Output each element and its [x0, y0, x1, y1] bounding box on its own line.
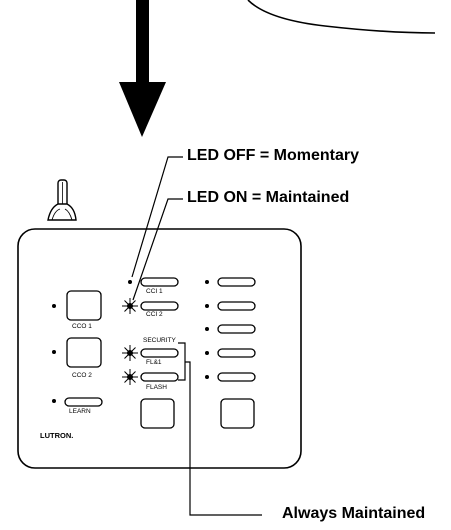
cci1-button[interactable] — [140, 277, 179, 287]
right-button-4[interactable] — [217, 348, 256, 358]
cci2-button[interactable] — [140, 301, 179, 311]
fl1-button[interactable] — [140, 348, 179, 358]
cco1-led — [52, 304, 56, 308]
always-maintained-bracket — [178, 342, 262, 516]
fl1-label: FL&1 — [146, 359, 162, 366]
lutron-logo: LUTRON. — [40, 431, 73, 440]
cci1-label: CCI 1 — [146, 288, 163, 295]
antenna — [47, 179, 77, 221]
right-led-4 — [205, 351, 209, 355]
cco2-led — [52, 350, 56, 354]
right-led-1 — [205, 280, 209, 284]
cci2-led-lit — [122, 298, 138, 314]
cci2-label: CCI 2 — [146, 311, 163, 318]
right-button-2[interactable] — [217, 301, 256, 311]
learn-label: LEARN — [69, 408, 91, 415]
learn-led — [52, 399, 56, 403]
cco2-label: CCO 2 — [72, 372, 92, 379]
right-button-5[interactable] — [217, 372, 256, 382]
led-off-leader — [131, 156, 183, 278]
right-led-3 — [205, 327, 209, 331]
led-on-leader — [132, 198, 183, 301]
right-led-2 — [205, 304, 209, 308]
right-button-1[interactable] — [217, 277, 256, 287]
cci1-led — [128, 280, 132, 284]
down-arrow — [119, 0, 166, 137]
flash-led-lit — [122, 369, 138, 385]
cco1-label: CCO 1 — [72, 323, 92, 330]
cco2-button[interactable] — [66, 337, 102, 368]
cco1-button[interactable] — [66, 290, 102, 321]
always-maintained-callout: Always Maintained — [282, 505, 426, 522]
middle-square-button[interactable] — [140, 398, 175, 429]
right-square-button[interactable] — [220, 398, 255, 429]
security-label: SECURITY — [143, 337, 177, 344]
right-button-3[interactable] — [217, 324, 256, 334]
curved-line — [247, 0, 436, 34]
fl1-led-lit — [122, 345, 138, 361]
led-on-callout: LED ON = Maintained — [187, 189, 350, 206]
right-led-5 — [205, 375, 209, 379]
led-off-callout: LED OFF = Momentary — [187, 147, 360, 164]
flash-label: FLASH — [146, 384, 167, 391]
flash-button[interactable] — [140, 372, 179, 382]
learn-button[interactable] — [64, 397, 103, 407]
